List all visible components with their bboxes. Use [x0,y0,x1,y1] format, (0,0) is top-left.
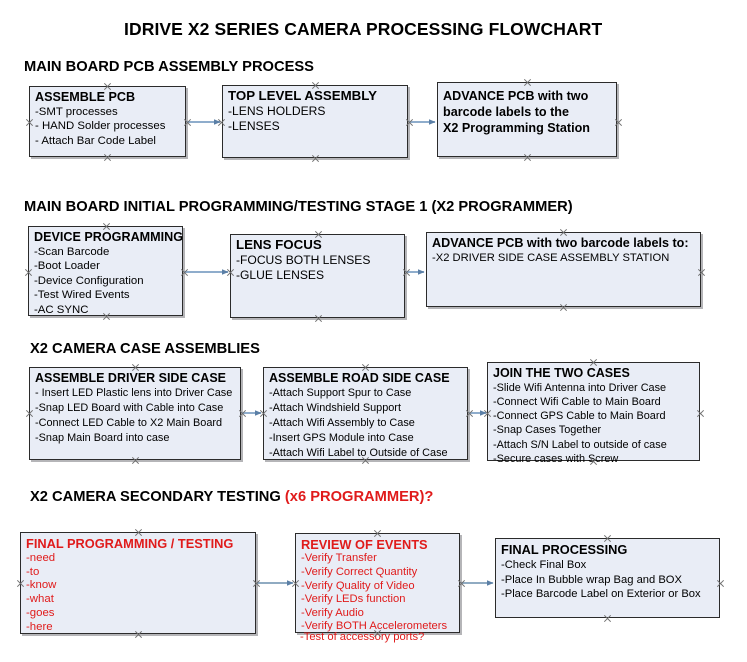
box-line: -Verify LEDs function [301,593,406,606]
box-content: DEVICE PROGRAMMING -Scan Barcode -Boot L… [34,230,184,317]
box-line: -Verify Correct Quantity [301,566,418,578]
box-line: -Check Final Box [501,559,587,571]
process-box-advance-pcb-x2-programming[interactable]: ADVANCE PCB with two barcode labels to t… [437,82,617,157]
box-content: REVIEW OF EVENTS -Verify Transfer -Verif… [301,537,457,634]
process-box-device-programming[interactable]: DEVICE PROGRAMMING -Scan Barcode -Boot L… [28,226,183,316]
box-title: JOIN THE TWO CASES [493,366,630,380]
box-line: -Snap Main Board into case [35,432,170,445]
box-line: -Slide Wifi Antenna into Driver Case [493,382,667,395]
process-box-top-level-assembly[interactable]: TOP LEVEL ASSEMBLY -LENS HOLDERS -LENSES [222,85,408,158]
box-line: -Verify Audio [301,606,364,619]
section-heading-main-board-initial-programming: MAIN BOARD INITIAL PROGRAMMING/TESTING S… [24,199,573,215]
box-line: -Connect LED Cable to X2 Main Board [35,417,223,430]
box-title-line3: X2 Programming Station [443,121,590,136]
box-line: -Verify Transfer [301,552,377,565]
box-line: -Boot Loader [34,260,100,273]
box-line: -to [26,565,40,578]
box-content: FINAL PROGRAMMING / TESTING -need -to -k… [26,536,253,635]
box-line: -Test Wired Events [34,289,130,302]
box-line: -know [26,579,57,592]
section-heading-x2-camera-case-assemblies: X2 CAMERA CASE ASSEMBLIES [30,341,260,357]
box-title: TOP LEVEL ASSEMBLY [228,88,378,103]
section-heading-main-board-pcb-assembly: MAIN BOARD PCB ASSEMBLY PROCESS [24,59,314,75]
box-line: -Connect Wifi Cable to Main Board [493,396,661,409]
box-title-line2: barcode labels to the [443,105,569,120]
box-title: ASSEMBLE DRIVER SIDE CASE [35,371,227,385]
box-content: FINAL PROCESSING -Check Final Box -Place… [501,542,717,602]
box-line: -Place In Bubble wrap Bag and BOX [501,573,682,586]
box-title: ASSEMBLE PCB [35,90,136,104]
box-line: -here [26,621,53,634]
box-line: -need [26,551,56,564]
box-line: -goes [26,607,55,620]
box-title: ADVANCE PCB with two barcode labels to: [432,236,689,250]
process-box-join-the-two-cases[interactable]: JOIN THE TWO CASES -Slide Wifi Antenna i… [487,362,700,465]
process-box-assemble-driver-side-case[interactable]: ASSEMBLE DRIVER SIDE CASE - Insert LED P… [29,367,241,460]
box-line: - Attach Bar Code Label [35,134,156,147]
section-heading-x2-camera-secondary-testing: X2 CAMERA SECONDARY TESTING (x6 PROGRAMM… [30,489,433,505]
process-box-final-processing[interactable]: FINAL PROCESSING -Check Final Box -Place… [495,538,720,618]
box-content: ADVANCE PCB with two barcode labels to t… [443,88,614,137]
box-line: -Attach Wifi Label to Outside of Case [269,447,448,460]
box-line: -Snap LED Board with Cable into Case [35,402,224,415]
box-title: ASSEMBLE ROAD SIDE CASE [269,371,450,385]
process-box-assemble-road-side-case[interactable]: ASSEMBLE ROAD SIDE CASE -Attach Support … [263,367,468,460]
box-content: LENS FOCUS -FOCUS BOTH LENSES -GLUE LENS… [236,237,402,283]
process-box-final-programming-testing[interactable]: FINAL PROGRAMMING / TESTING -need -to -k… [20,532,256,634]
box-content: ASSEMBLE DRIVER SIDE CASE - Insert LED P… [35,371,238,446]
box-line: -Attach Windshield Support [269,402,401,415]
box-line: -FOCUS BOTH LENSES [236,252,371,267]
box-title: ADVANCE PCB with two [443,89,589,103]
box-title: FINAL PROCESSING [501,542,628,557]
box-title: REVIEW OF EVENTS [301,537,428,552]
box-line: -Attach Wifi Assembly to Case [269,417,415,430]
box-line: -X2 DRIVER SIDE CASE ASSEMBLY STATION [432,251,670,264]
box-line: -GLUE LENSES [236,267,325,282]
box-line: -Scan Barcode [34,245,110,258]
process-box-assemble-pcb[interactable]: ASSEMBLE PCB -SMT processes - HAND Solde… [29,86,186,157]
box-line: -LENSES [228,118,280,133]
box-title: LENS FOCUS [236,237,322,252]
section-heading-text: X2 CAMERA SECONDARY TESTING [30,489,285,505]
page-title: IDRIVE X2 SERIES CAMERA PROCESSING FLOWC… [124,19,603,39]
process-box-review-of-events[interactable]: REVIEW OF EVENTS -Verify Transfer -Verif… [295,533,460,633]
box-content: ASSEMBLE PCB -SMT processes - HAND Solde… [35,90,183,148]
box-content: ADVANCE PCB with two barcode labels to: … [432,236,698,265]
box-line: -Verify BOTH Accelerometers [301,620,448,633]
box-line: -LENS HOLDERS [228,103,326,118]
box-line: -AC SYNC [34,303,89,316]
box-content: ASSEMBLE ROAD SIDE CASE -Attach Support … [269,371,465,461]
box-line: -Connect GPS Cable to Main Board [493,410,666,423]
box-line: - Insert LED Plastic lens into Driver Ca… [35,387,233,400]
process-box-advance-pcb-driver-side[interactable]: ADVANCE PCB with two barcode labels to: … [426,232,701,307]
box-line: -SMT processes [35,105,118,118]
overflow-line-review-of-events: -Test of accessory ports? [300,631,425,643]
process-box-lens-focus[interactable]: LENS FOCUS -FOCUS BOTH LENSES -GLUE LENS… [230,234,405,318]
box-content: TOP LEVEL ASSEMBLY -LENS HOLDERS -LENSES [228,88,405,134]
box-line: -Secure cases with Screw [493,452,619,465]
box-line: -Snap Cases Together [493,424,602,437]
box-title: DEVICE PROGRAMMING [34,230,184,244]
box-line: -what [26,593,54,606]
box-content: JOIN THE TWO CASES -Slide Wifi Antenna i… [493,366,697,466]
box-line: -Attach S/N Label to outside of case [493,438,667,451]
box-line: - HAND Solder processes [35,120,166,133]
box-line: -Verify Quality of Video [301,579,415,592]
box-title: FINAL PROGRAMMING / TESTING [26,536,234,551]
box-line: -Place Barcode Label on Exterior or Box [501,588,701,601]
box-line: -Device Configuration [34,274,144,287]
box-line: -Attach Support Spur to Case [269,387,412,400]
section-heading-red-suffix: (x6 PROGRAMMER)? [284,489,434,505]
box-line: -Insert GPS Module into Case [269,432,414,445]
